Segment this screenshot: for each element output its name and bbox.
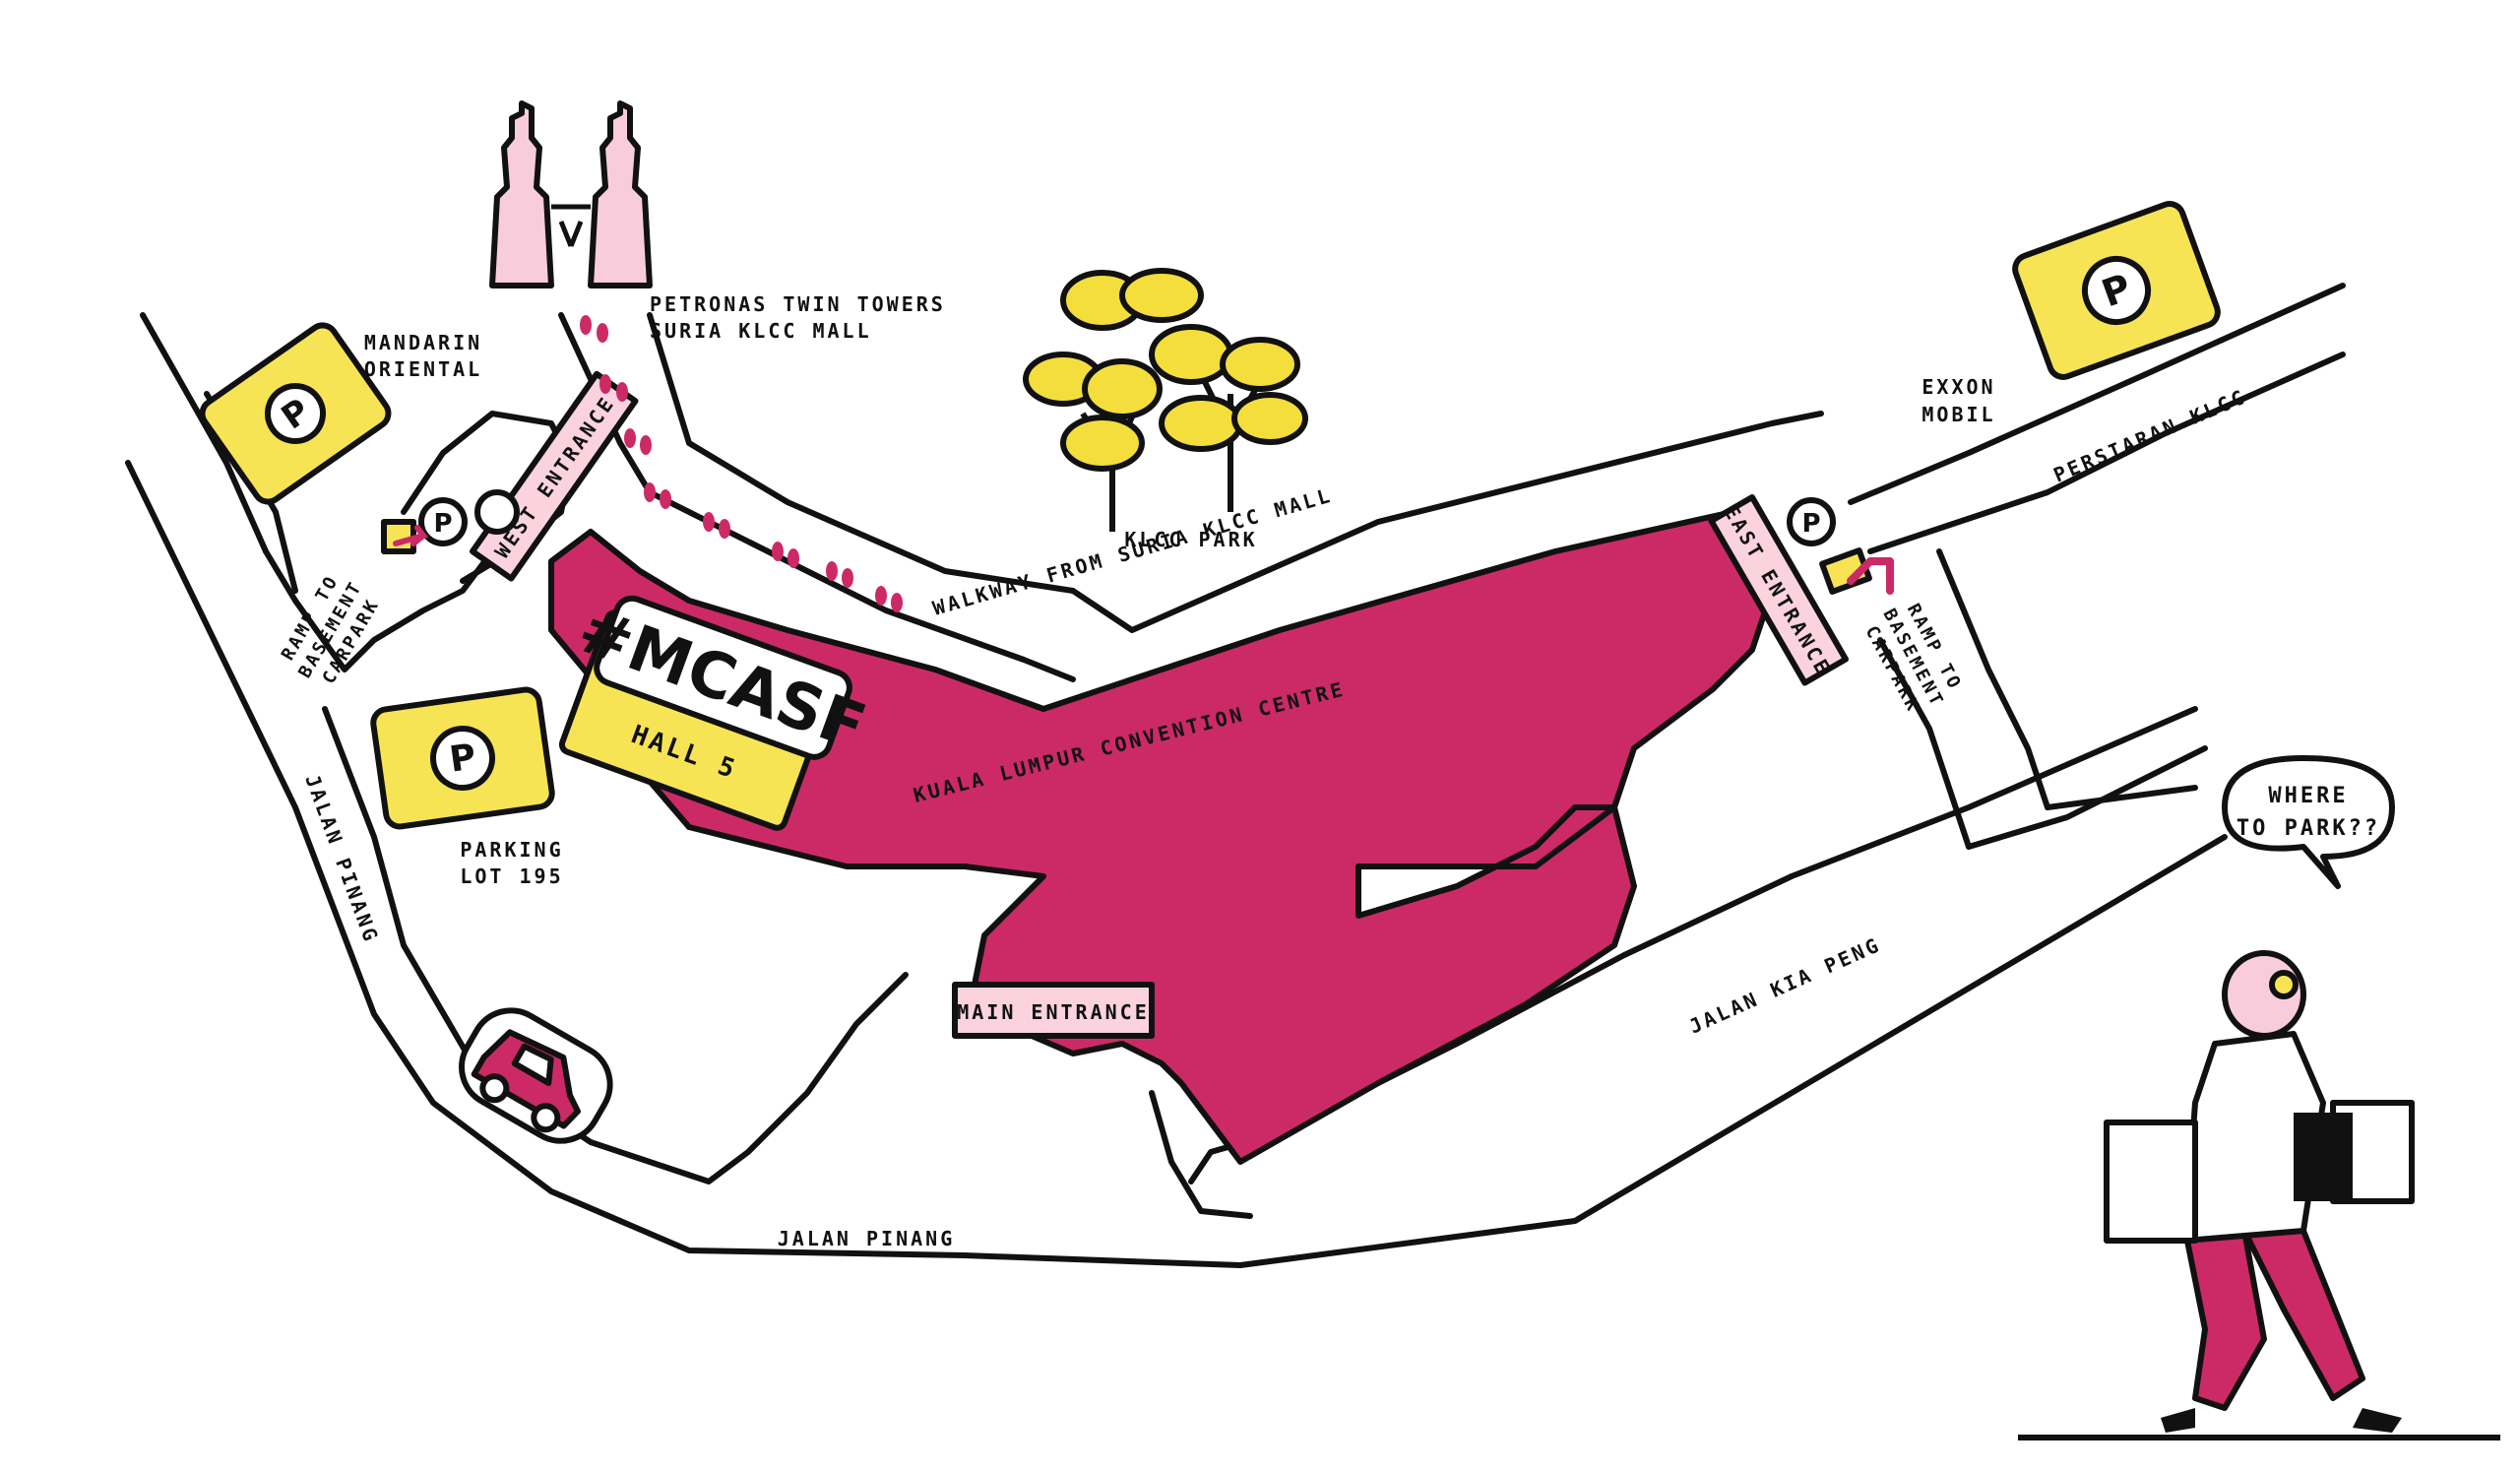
car-icon	[459, 1007, 613, 1144]
label-jalan-pinang-bottom: JALAN PINANG	[778, 1227, 956, 1250]
event-badge: #MCASF HALL 5	[558, 594, 874, 831]
ramp-arrow-icon	[393, 525, 429, 546]
svg-text:WHERE: WHERE	[2268, 784, 2348, 808]
label-persiaran-klcc: PERSIARAN KLCC	[2050, 384, 2250, 486]
ramp-east-marker: P	[1787, 497, 1894, 595]
label-petronas-1: PETRONAS TWIN TOWERS	[650, 292, 946, 316]
label-parking-lot-1: PARKING	[460, 838, 563, 862]
road-east-block	[1936, 548, 2198, 810]
parking-lot-195: P	[370, 686, 555, 830]
parking-mandarin: P	[199, 322, 392, 505]
road-kia-peng-right	[1966, 745, 2208, 850]
road-jalan-pinang-outer	[125, 460, 2228, 1268]
label-walkway: WALKWAY FROM SURIA KLCC MALL	[930, 483, 1335, 620]
road-top-left-block	[263, 548, 495, 672]
label-mandarin-2: ORIENTAL	[364, 357, 482, 381]
road-east-vertical	[1877, 637, 1972, 850]
main-entrance-label: MAIN ENTRANCE	[957, 1000, 1150, 1024]
road-walkway-right	[647, 312, 1824, 633]
label-mandarin-1: MANDARIN	[364, 331, 482, 354]
main-entrance-tag: MAIN ENTRANCE	[952, 982, 1155, 1039]
shopper-character-icon	[2018, 950, 2500, 1440]
tree-icon	[1023, 268, 1308, 532]
speech-bubble: WHERE TO PARK??	[2222, 755, 2395, 889]
parking-icon	[430, 726, 495, 791]
parking-icon	[265, 383, 326, 444]
petronas-towers-icon	[489, 100, 653, 288]
parking-icon	[1787, 497, 1836, 546]
footprints-icon	[580, 315, 903, 612]
svg-text:P: P	[1801, 509, 1820, 539]
label-jalan-kia-peng: JALAN KIA PENG	[1685, 932, 1884, 1039]
convention-centre-building	[548, 509, 1775, 1165]
ramp-arrow-icon	[1847, 557, 1894, 595]
road-walkway-left	[558, 312, 1076, 682]
road-jalan-kia-peng-inner	[1188, 706, 2198, 1184]
label-exxon-1: EXXON	[1922, 375, 1995, 399]
parking-exxon: P	[2012, 201, 2221, 380]
ramp-west-marker: P	[381, 489, 520, 554]
parking-icon	[418, 497, 468, 546]
road-top-left-outer	[140, 312, 269, 554]
label-klcc-park: KLCC PARK	[1124, 528, 1257, 551]
road-jalan-pinang-bottom-inner	[1149, 1090, 1253, 1219]
road-persiaran-klcc-top	[1848, 283, 2346, 505]
label-parking-lot-2: LOT 195	[460, 864, 563, 888]
label-petronas-2: SURIA KLCC MALL	[650, 319, 872, 343]
svg-text:P: P	[433, 509, 452, 539]
label-exxon-2: MOBIL	[1922, 403, 1995, 426]
parking-icon	[2082, 256, 2151, 325]
road-persiaran-klcc-bottom	[1867, 352, 2346, 554]
svg-text:P: P	[447, 736, 478, 780]
road-jalan-pinang-inner	[322, 706, 909, 1184]
svg-text:TO PARK??: TO PARK??	[2236, 816, 2380, 841]
